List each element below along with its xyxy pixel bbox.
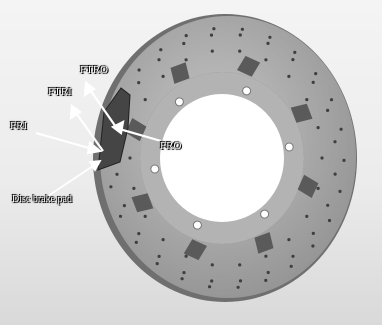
- drilled-hole: [333, 140, 336, 143]
- drilled-hole: [291, 255, 294, 258]
- drilled-hole: [311, 244, 314, 247]
- drilled-hole: [340, 128, 343, 131]
- drilled-hole: [238, 263, 241, 266]
- drilled-hole: [185, 58, 188, 61]
- drilled-hole: [132, 187, 135, 190]
- drilled-hole: [144, 98, 147, 101]
- bolt-hole: [261, 210, 269, 218]
- drilled-hole: [287, 238, 290, 241]
- drilled-hole: [328, 219, 331, 222]
- drilled-hole: [264, 58, 267, 61]
- drilled-hole: [287, 75, 290, 78]
- drilled-hole: [239, 279, 242, 282]
- drilled-hole: [144, 215, 147, 218]
- drilled-hole: [181, 277, 184, 280]
- drilled-hole: [305, 215, 308, 218]
- drilled-hole: [326, 204, 329, 207]
- bolt-hole: [151, 165, 159, 173]
- drilled-hole: [290, 265, 293, 268]
- drilled-hole: [239, 33, 242, 36]
- drilled-hole: [137, 232, 140, 235]
- drilled-hole: [210, 279, 213, 282]
- drilled-hole: [185, 34, 188, 37]
- drilled-hole: [162, 75, 165, 78]
- drilled-hole: [266, 42, 269, 45]
- drilled-hole: [326, 109, 329, 112]
- drilled-hole: [293, 51, 296, 54]
- drilled-hole: [212, 27, 215, 30]
- drilled-hole: [115, 173, 118, 176]
- drilled-hole: [237, 286, 240, 289]
- drilled-hole: [128, 156, 131, 159]
- label-disc-brake-pad: Disc brake pad: [12, 194, 72, 206]
- drilled-hole: [268, 36, 271, 39]
- drilled-hole: [182, 42, 185, 45]
- drilled-hole: [158, 255, 161, 258]
- arrow-f-ri: [36, 133, 96, 150]
- drilled-hole: [182, 271, 185, 274]
- drilled-hole: [208, 285, 211, 288]
- drilled-hole: [138, 68, 141, 71]
- bolt-hole: [285, 143, 293, 151]
- drilled-hole: [109, 185, 112, 188]
- drilled-hole: [342, 159, 345, 162]
- bolt-hole: [243, 87, 251, 95]
- disc-center-hole: [160, 94, 284, 222]
- drilled-hole: [156, 262, 159, 265]
- label-f-tro: FTRO: [80, 64, 108, 76]
- drilled-hole: [291, 58, 294, 61]
- drilled-hole: [162, 238, 165, 241]
- drilled-hole: [338, 190, 341, 193]
- drilled-hole: [135, 241, 138, 244]
- drilled-hole: [241, 28, 244, 31]
- drilled-hole: [330, 98, 333, 101]
- bolt-hole: [193, 221, 201, 229]
- pad-pointer: [48, 161, 100, 196]
- drilled-hole: [159, 48, 162, 51]
- drilled-hole: [211, 263, 214, 266]
- drilled-hole: [317, 187, 320, 190]
- drilled-hole: [157, 58, 160, 61]
- drilled-hole: [334, 173, 337, 176]
- bolt-hole: [175, 98, 183, 106]
- drilled-hole: [314, 72, 317, 75]
- drilled-hole: [119, 215, 122, 218]
- drilled-hole: [267, 271, 270, 274]
- label-f-tri: FTRI: [48, 86, 72, 98]
- drilled-hole: [264, 279, 267, 282]
- drilled-hole: [312, 81, 315, 84]
- drilled-hole: [264, 255, 267, 258]
- drilled-hole: [305, 98, 308, 101]
- drilled-hole: [317, 126, 320, 129]
- label-f-ro: FRO: [160, 140, 181, 152]
- drilled-hole: [211, 50, 214, 53]
- drilled-hole: [238, 50, 241, 53]
- drilled-hole: [123, 204, 126, 207]
- drilled-hole: [210, 34, 213, 37]
- drilled-hole: [320, 156, 323, 159]
- label-f-ri: FRI: [10, 120, 27, 132]
- drilled-hole: [137, 81, 140, 84]
- drilled-hole: [185, 255, 188, 258]
- drilled-hole: [312, 232, 315, 235]
